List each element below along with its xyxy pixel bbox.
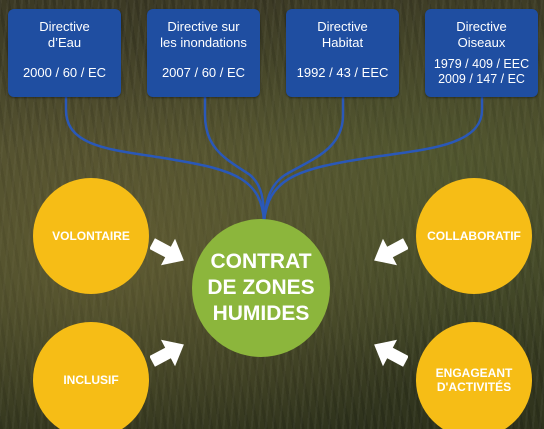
directive-oiseaux-box: Directive Oiseaux 1979 / 409 / EEC 2009 … <box>425 9 538 97</box>
directive-eau-box: Directive d’Eau 2000 / 60 / EC <box>8 9 121 97</box>
directive-habitat-title: Directive Habitat <box>317 19 368 50</box>
quality-collaboratif: COLLABORATIF <box>416 178 532 294</box>
connector-eau <box>64 95 266 224</box>
arrow-right-icon <box>150 238 184 266</box>
central-circle-label: CONTRAT DE ZONES HUMIDES <box>207 250 315 325</box>
directive-inondations-reference: 2007 / 60 / EC <box>161 65 246 80</box>
quality-engageant: ENGAGEANT D'ACTIVITÉS <box>416 322 532 429</box>
directive-inondations-title: Directive sur les inondations <box>160 19 247 50</box>
central-circle: CONTRAT DE ZONES HUMIDES <box>192 219 330 357</box>
quality-inclusif: INCLUSIF <box>33 322 149 429</box>
connector-habitat <box>262 95 345 224</box>
connector-inondations <box>203 95 266 224</box>
directive-habitat-reference: 1992 / 43 / EEC <box>296 65 389 80</box>
quality-engageant-label: ENGAGEANT D'ACTIVITÉS <box>435 366 513 394</box>
quality-inclusif-label: INCLUSIF <box>63 373 119 387</box>
connector-oiseaux <box>262 95 484 224</box>
directive-inondations-box: Directive sur les inondations 2007 / 60 … <box>147 9 260 97</box>
directive-habitat-box: Directive Habitat 1992 / 43 / EEC <box>286 9 399 97</box>
quality-volontaire-label: VOLONTAIRE <box>52 229 130 243</box>
directive-oiseaux-reference: 1979 / 409 / EEC 2009 / 147 / EC <box>433 57 530 86</box>
quality-collaboratif-label: COLLABORATIF <box>427 229 521 243</box>
arrow-left-icon <box>374 339 408 367</box>
arrow-left-icon <box>374 238 408 266</box>
directive-eau-title: Directive d’Eau <box>39 19 90 50</box>
directive-eau-reference: 2000 / 60 / EC <box>22 65 107 80</box>
directive-oiseaux-title: Directive Oiseaux <box>456 19 507 50</box>
quality-volontaire: VOLONTAIRE <box>33 178 149 294</box>
arrow-right-icon <box>150 339 184 367</box>
